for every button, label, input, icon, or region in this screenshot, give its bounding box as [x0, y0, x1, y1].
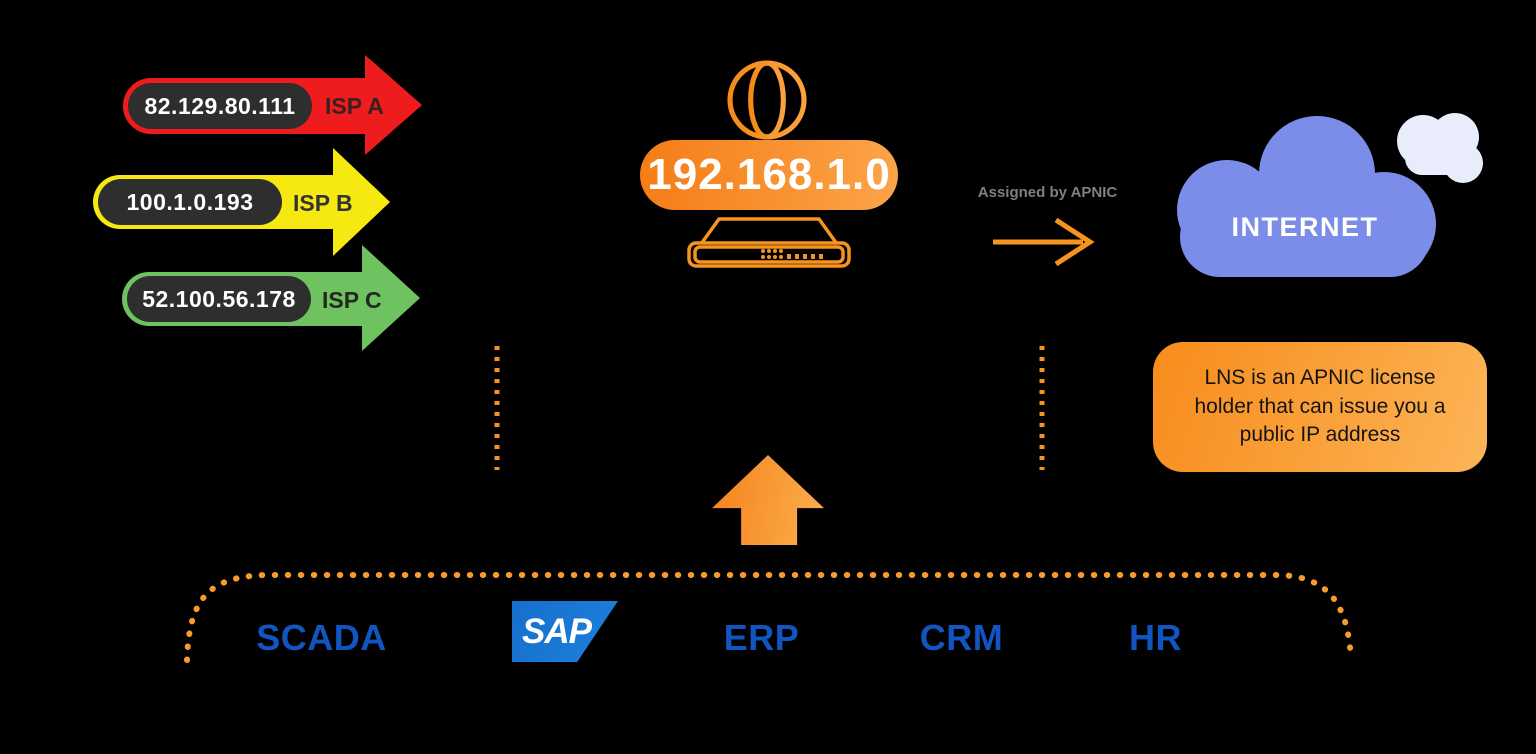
isp-b-ip-pill: 100.1.0.193 [98, 179, 282, 225]
lns-callout-box: LNS is an APNIC license holder that can … [1153, 342, 1487, 472]
service-label-erp: ERP [723, 617, 800, 658]
lns-callout-text: LNS is an APNIC license holder that can … [1194, 366, 1446, 447]
isp-a-label: ISP A [325, 93, 384, 119]
internet-label: INTERNET [1231, 212, 1379, 242]
globe-icon [727, 60, 807, 140]
service-label-hr: HR [1129, 617, 1182, 658]
isp-b-label: ISP B [293, 190, 353, 216]
lan-network-pill: 192.168.1.0 [640, 140, 898, 210]
service-label-scada: SCADA [256, 617, 387, 658]
router-icon [687, 217, 851, 268]
sap-logo-text: SAP [522, 611, 592, 651]
isp-a-ip-address: 82.129.80.111 [144, 92, 296, 119]
services-dotted-bracket [184, 572, 1354, 663]
internet-cloud-icon [1177, 116, 1436, 277]
isp-c-label: ISP C [322, 287, 382, 313]
service-label-crm: CRM [919, 617, 1004, 658]
isp-a-ip-pill: 82.129.80.111 [128, 83, 312, 129]
lan-network-address: 192.168.1.0 [647, 150, 891, 199]
assigned-by-apnic-caption: Assigned by APNIC [977, 184, 1118, 201]
isp-b-ip-address: 100.1.0.193 [126, 188, 254, 215]
small-cloud-icon [1397, 113, 1483, 183]
dotted-connector-right [1039, 346, 1045, 470]
lan-up-arrow-icon [712, 455, 824, 545]
isp-c-ip-pill: 52.100.56.178 [127, 276, 311, 322]
isp-a-arrow-head-icon [365, 55, 422, 155]
dotted-connector-left [494, 346, 500, 470]
apnic-right-arrow-icon [993, 217, 1095, 267]
isp-c-arrow-head-icon [362, 245, 420, 351]
isp-b-arrow-head-icon [333, 148, 390, 256]
isp-c-ip-address: 52.100.56.178 [142, 285, 296, 312]
